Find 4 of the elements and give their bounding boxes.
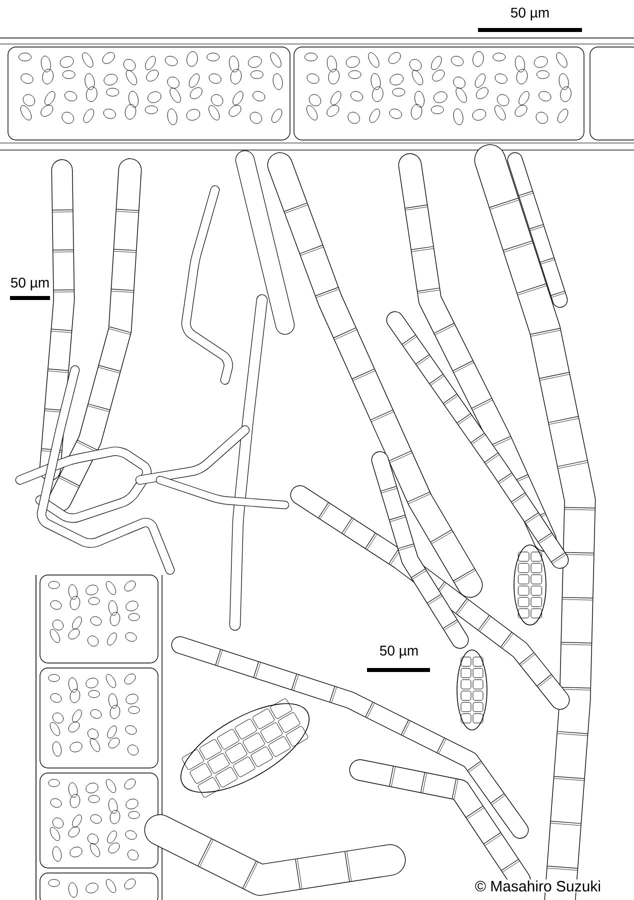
scale-label: 50 µm: [9, 276, 51, 292]
scale-label: 50 µm: [509, 6, 551, 22]
scale-label: 50 µm: [378, 644, 420, 660]
copyright-notice: © Masahiro Suzuki: [474, 880, 602, 892]
